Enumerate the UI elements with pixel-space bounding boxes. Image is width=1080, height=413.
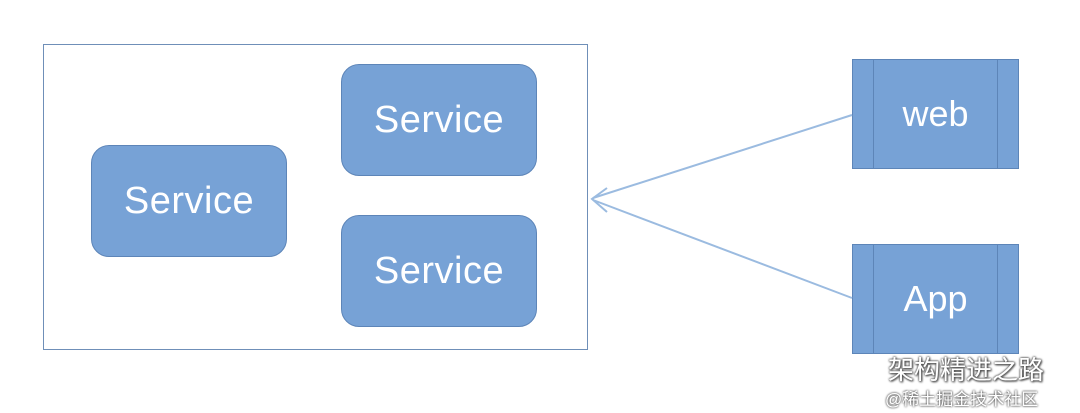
client-app-box: App xyxy=(852,244,1019,354)
service-label: Service xyxy=(123,179,255,222)
arrow-app-to-container xyxy=(592,199,853,299)
arrowhead-icon xyxy=(590,187,608,213)
client-label: App xyxy=(903,278,968,319)
watermark-account: 架构精进之路 xyxy=(850,350,1044,387)
service-box-top: Service xyxy=(341,64,537,176)
service-box-bottom: Service xyxy=(341,215,537,327)
arrow-web-to-container xyxy=(592,114,853,199)
watermark-account-name: 架构精进之路 xyxy=(888,355,1045,385)
service-label: Service xyxy=(373,249,505,292)
service-label: Service xyxy=(373,98,505,141)
watermark-site: @稀土掘金技术社区 xyxy=(885,390,1039,409)
service-box-left: Service xyxy=(91,145,287,257)
client-label: web xyxy=(902,93,969,134)
client-web-box: web xyxy=(852,59,1019,169)
wechat-icon xyxy=(851,355,882,380)
